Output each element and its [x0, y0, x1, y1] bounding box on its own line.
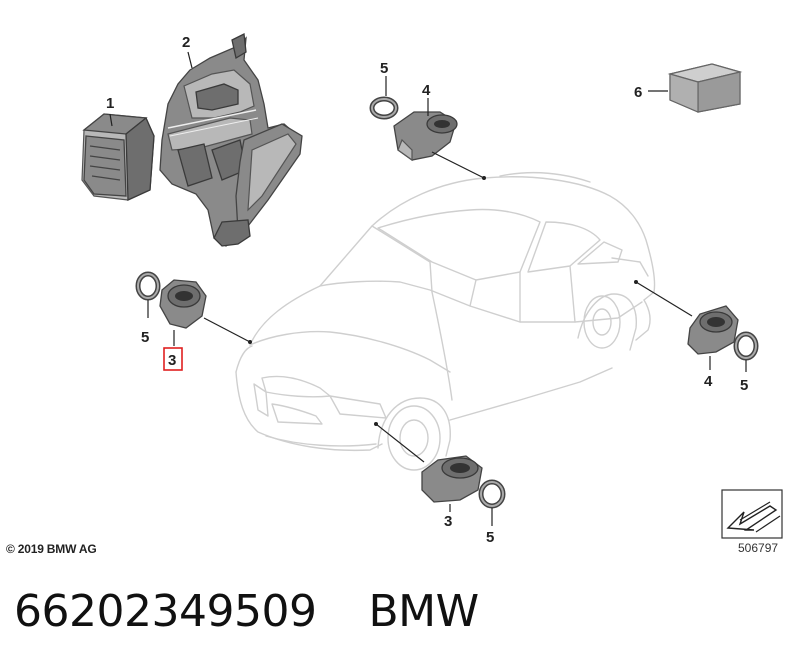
- ring-top-part-5: [369, 96, 399, 120]
- brand-name: BMW: [368, 586, 479, 637]
- highlight-box: [163, 347, 183, 371]
- callout-3-front: 3: [168, 352, 176, 369]
- callout-4-top: 4: [422, 82, 431, 99]
- car-outline: [235, 171, 656, 471]
- callout-5-bottom: 5: [486, 529, 494, 546]
- callout-5-right: 5: [740, 377, 748, 394]
- footer-caption: 66202349509 BMW: [14, 586, 479, 637]
- control-module-part-1: [81, 113, 155, 201]
- arrow-icon[interactable]: [721, 489, 783, 539]
- drawing-number: 506797: [738, 541, 779, 555]
- part-number: 66202349509: [14, 586, 317, 637]
- box-part-6: [667, 63, 743, 113]
- leader-lines: [109, 51, 747, 526]
- ring-left-part-5: [135, 271, 161, 301]
- sensor-front-part-3: [159, 279, 207, 329]
- callout-2: 2: [182, 34, 190, 51]
- callout-1: 1: [106, 95, 114, 112]
- copyright-text: © 2019 BMW AG: [6, 542, 97, 556]
- callout-3-bottom: 3: [444, 513, 452, 530]
- callout-4-right: 4: [704, 373, 713, 390]
- sensor-bottom-part-3: [421, 455, 483, 503]
- sensor-top-part-4: [393, 111, 458, 162]
- ring-bottom-part-5: [478, 479, 506, 509]
- bracket-part-2: [159, 33, 303, 247]
- sensor-right-part-4: [687, 305, 739, 355]
- callout-5-top: 5: [380, 60, 388, 77]
- callout-5-left: 5: [141, 329, 149, 346]
- callout-6: 6: [634, 84, 642, 101]
- ring-right-part-5: [733, 331, 759, 361]
